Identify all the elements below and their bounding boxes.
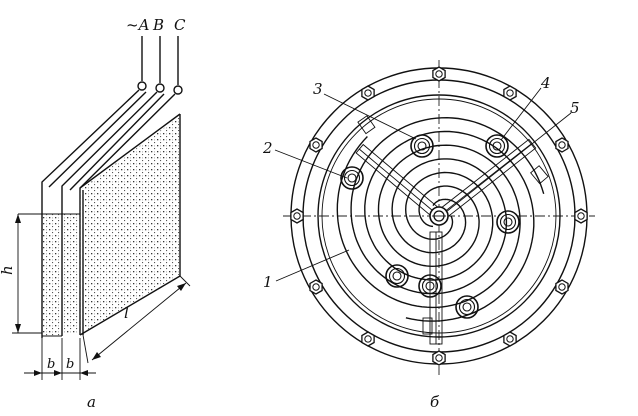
insulator-icon — [340, 166, 364, 190]
callout-2: 2 — [262, 139, 273, 157]
callout-leaders — [274, 87, 572, 282]
flange-bolt-icon — [574, 208, 588, 224]
insulator-icon — [385, 264, 409, 288]
flange-bolt-icon — [503, 331, 517, 347]
panel-b: 1 2 3 4 5 б — [262, 60, 595, 411]
length-label: l — [124, 304, 129, 322]
flange-bolt-icon — [361, 85, 375, 101]
insulator-icon — [485, 134, 509, 158]
spiral-electrodes — [336, 116, 545, 322]
flange-bolt-icon — [555, 137, 569, 153]
dimension-h: h — [0, 214, 42, 334]
dimension-b: b b — [24, 338, 96, 380]
width-label-1: b — [47, 357, 55, 372]
phase-label-c: C — [174, 16, 186, 34]
caption-a: а — [87, 393, 96, 411]
terminal-b-icon — [155, 83, 165, 93]
phase-label-b: B — [152, 16, 164, 34]
width-label-2: b — [66, 357, 74, 372]
flange-bolt-icon — [290, 208, 304, 224]
flange-bolt-icon — [432, 350, 446, 366]
callout-3: 3 — [313, 80, 323, 98]
inner-body-ring — [317, 94, 561, 338]
panel-a: ~A B C — [0, 16, 191, 411]
flange-bolt-icon — [361, 331, 375, 347]
flange-bolt-icon — [555, 279, 569, 295]
flange-bolt-icon — [309, 137, 323, 153]
flange-bolts — [290, 66, 588, 366]
phase-label-a: ~A — [126, 16, 150, 34]
central-hub — [429, 206, 449, 226]
dimension-l: l — [82, 275, 191, 364]
terminal-a-icon — [137, 81, 147, 91]
flange-bolt-icon — [432, 66, 446, 82]
flange-bolt-icon — [309, 279, 323, 295]
insulator-icon — [496, 210, 520, 234]
callout-4: 4 — [540, 74, 551, 92]
caption-b: б — [430, 393, 440, 411]
callout-5: 5 — [570, 99, 580, 117]
flange-bolt-icon — [503, 85, 517, 101]
callout-1: 1 — [263, 273, 273, 291]
height-label: h — [0, 265, 16, 275]
terminal-leads — [137, 36, 183, 95]
liquid-fill — [18, 116, 180, 337]
terminal-c-icon — [173, 85, 183, 95]
